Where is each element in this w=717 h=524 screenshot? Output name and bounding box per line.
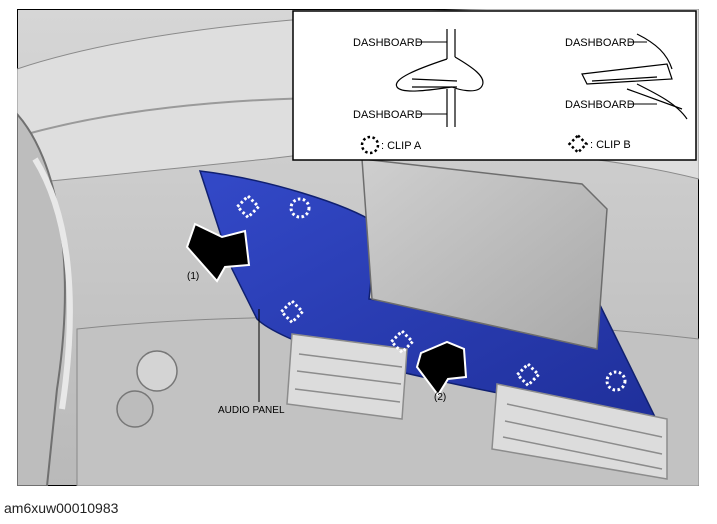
clip-b-drawing xyxy=(581,33,688,120)
clip-b-marker xyxy=(279,298,305,325)
clip-b-top-label: DASHBOARD xyxy=(565,37,635,49)
clip-a-marker xyxy=(605,370,627,392)
air-vents xyxy=(286,333,668,480)
display-screen xyxy=(361,158,608,350)
step-2-label: (2) xyxy=(434,392,446,403)
clip-b-marker xyxy=(235,193,261,220)
inset-frame xyxy=(292,10,697,161)
clip-b-marker xyxy=(515,361,541,388)
step-1-label: (1) xyxy=(187,271,199,282)
clip-a-top-label: DASHBOARD xyxy=(353,37,423,49)
steering-wheel-rim xyxy=(32,157,73,410)
audio-panel-label: AUDIO PANEL xyxy=(218,405,285,416)
legend-clip-a-symbol xyxy=(360,135,380,155)
clip-detail-inset: DASHBOARD DASHBOARD DASHBOARD DASHBOARD … xyxy=(292,10,697,161)
control-knob xyxy=(136,350,178,392)
clip-b-marker xyxy=(389,328,415,355)
legend-clip-a: : CLIP A xyxy=(381,140,422,152)
removal-arrow-1 xyxy=(185,222,251,283)
control-knob-ring xyxy=(116,390,154,428)
figure-id-caption: am6xuw00010983 xyxy=(4,500,119,516)
clip-a-drawing xyxy=(395,29,484,127)
clip-a-marker xyxy=(289,197,311,219)
clip-b-bottom-label: DASHBOARD xyxy=(565,99,635,111)
removal-arrow-2 xyxy=(415,340,468,397)
legend-clip-b: : CLIP B xyxy=(590,139,631,151)
legend-clip-b-symbol xyxy=(567,133,589,155)
clip-a-bottom-label: DASHBOARD xyxy=(353,109,423,121)
dashboard-illustration: (1) (2) AUDIO PANEL DASHBOARD DASHBOARD xyxy=(17,9,699,486)
